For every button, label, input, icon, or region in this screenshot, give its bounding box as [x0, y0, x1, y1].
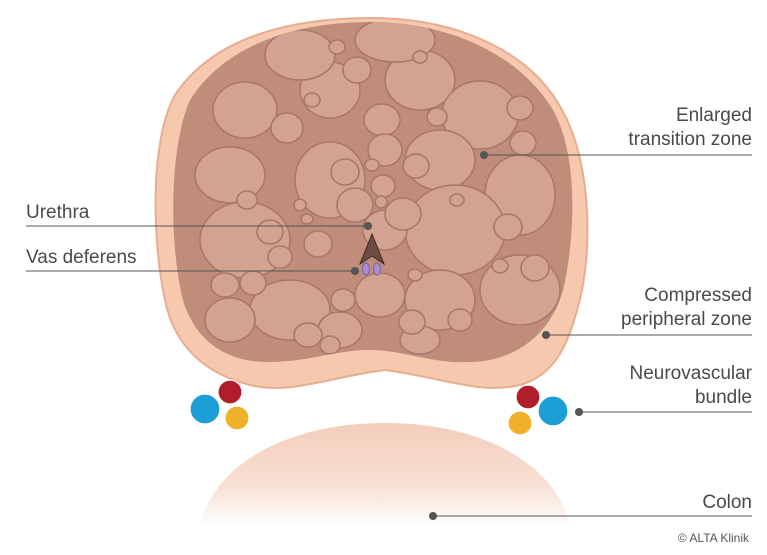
label-neurovascular-bundle-line1: Neurovascular — [629, 363, 753, 384]
neurovascular-bundle-icon — [189, 379, 250, 431]
label-colon: Colon — [702, 491, 752, 515]
label-colon-text: Colon — [702, 492, 752, 513]
label-compressed-peripheral-zone: Compressed peripheral zone — [621, 284, 752, 332]
vas-deferens-icon — [362, 262, 381, 276]
colon-shape — [200, 423, 570, 528]
leader-lines — [26, 150, 752, 521]
label-enlarged-transition-zone: Enlarged transition zone — [628, 104, 752, 152]
label-vas-deferens: Vas deferens — [26, 246, 137, 270]
urethra-arrow-icon — [358, 232, 386, 266]
label-compressed-peripheral-zone-line2: peripheral zone — [621, 309, 752, 330]
label-enlarged-transition-zone-line2: transition zone — [628, 129, 752, 150]
label-compressed-peripheral-zone-line1: Compressed — [644, 285, 752, 306]
label-neurovascular-bundle: Neurovascular bundle — [630, 362, 753, 410]
label-vas-deferens-text: Vas deferens — [26, 247, 137, 268]
label-urethra-text: Urethra — [26, 202, 90, 223]
neurovascular-bundle-icon — [507, 384, 569, 436]
label-neurovascular-bundle-line2: bundle — [694, 387, 752, 408]
copyright-notice: © ALTA Klinik — [677, 531, 749, 545]
transition-zone — [173, 22, 573, 363]
label-enlarged-transition-zone-line1: Enlarged — [675, 105, 752, 126]
label-urethra: Urethra — [26, 201, 89, 225]
